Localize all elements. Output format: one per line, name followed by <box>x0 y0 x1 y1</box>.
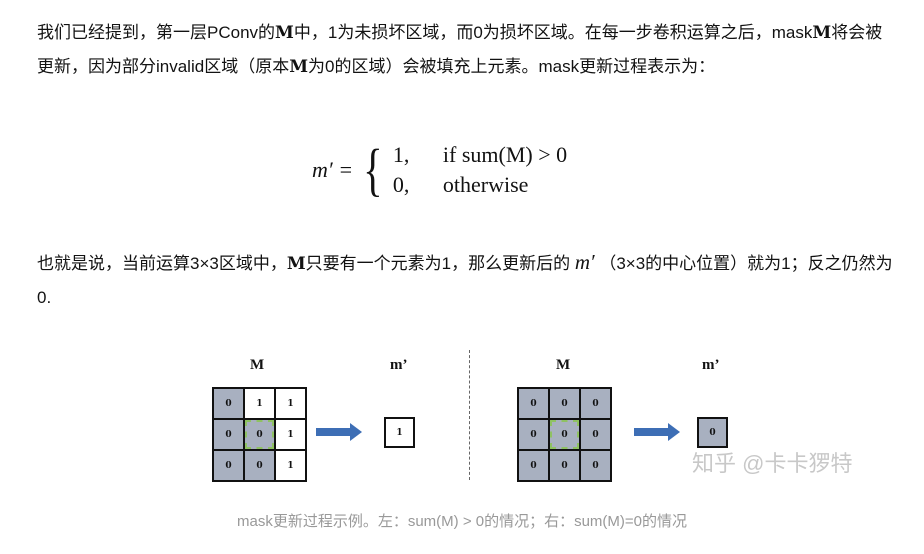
grid-cell: 1 <box>245 389 274 418</box>
case-value: 1, <box>392 142 410 167</box>
watermark: 知乎 @卡卡猡特 <box>692 451 853 476</box>
divider <box>469 350 470 480</box>
center-cell: 0 <box>550 420 579 449</box>
grid-cell: 0 <box>519 451 548 480</box>
grid-cell: 0 <box>214 451 243 480</box>
grid-cell: 0 <box>214 389 243 418</box>
arrow-icon <box>634 423 680 441</box>
math-m-prime: m′ <box>574 250 595 274</box>
formula-lhs: m′ = <box>312 157 354 182</box>
text: 将会被更新，因为部分invalid区域（原本 <box>37 23 883 76</box>
case-condition: otherwise <box>442 172 529 197</box>
figure-caption: mask更新过程示例。左：sum(M) > 0的情况；右：sum(M)=0的情况 <box>236 513 688 530</box>
text: 也就是说，当前运算3×3区域中， <box>37 254 287 273</box>
math-M: M <box>289 57 309 77</box>
math-M: M <box>812 23 832 43</box>
grid-cell: 0 <box>519 420 548 449</box>
text: 中，1为未损坏区域，而0为损坏区域。在每一步卷积运算之后，mask <box>293 23 813 42</box>
grid-cell: 0 <box>581 389 610 418</box>
grid-cell: 0 <box>245 451 274 480</box>
text: 我们已经提到，第一层PConv的 <box>37 23 276 42</box>
formula-cases: 1, if sum(M) > 0 0, otherwise <box>393 140 567 200</box>
math-M: M <box>275 23 294 43</box>
case-condition: if sum(M) > 0 <box>442 142 568 167</box>
paragraph-mask-intro: 我们已经提到，第一层PConv的M中，1为未损坏区域，而0为损坏区域。在每一步卷… <box>37 16 897 84</box>
grid-cell: 0 <box>550 451 579 480</box>
output-cell: 1 <box>384 417 415 448</box>
arrow-icon <box>316 423 362 441</box>
text: （3×3的中心位置）就为1；反之仍然为0. <box>37 254 893 307</box>
grid-cell: 0 <box>214 420 243 449</box>
grid-cell: 1 <box>276 420 305 449</box>
grid-cell: 0 <box>519 389 548 418</box>
grid-label: M <box>556 357 571 373</box>
text: 只要有一个元素为1，那么更新后的 <box>305 254 575 273</box>
output-label: m’ <box>390 357 408 373</box>
math-M: M <box>286 254 306 274</box>
center-cell: 0 <box>245 420 274 449</box>
paragraph-explanation: 也就是说，当前运算3×3区域中，M只要有一个元素为1，那么更新后的 m′ （3×… <box>37 246 897 314</box>
grid-cell: 0 <box>550 389 579 418</box>
output-label: m’ <box>702 357 720 373</box>
grid-cell: 0 <box>581 420 610 449</box>
output-cell: 0 <box>697 417 728 448</box>
grid-label: M <box>250 357 265 373</box>
text: 为0的区域）会被填充上元素。mask更新过程表示为： <box>308 57 716 76</box>
grid-cell: 1 <box>276 451 305 480</box>
grid-cell: 1 <box>276 389 305 418</box>
grid-cell: 0 <box>581 451 610 480</box>
brace: { <box>363 137 383 202</box>
case-value: 0, <box>392 172 410 197</box>
mask-update-formula: m′ = { 1, if sum(M) > 0 0, otherwise <box>312 140 567 200</box>
